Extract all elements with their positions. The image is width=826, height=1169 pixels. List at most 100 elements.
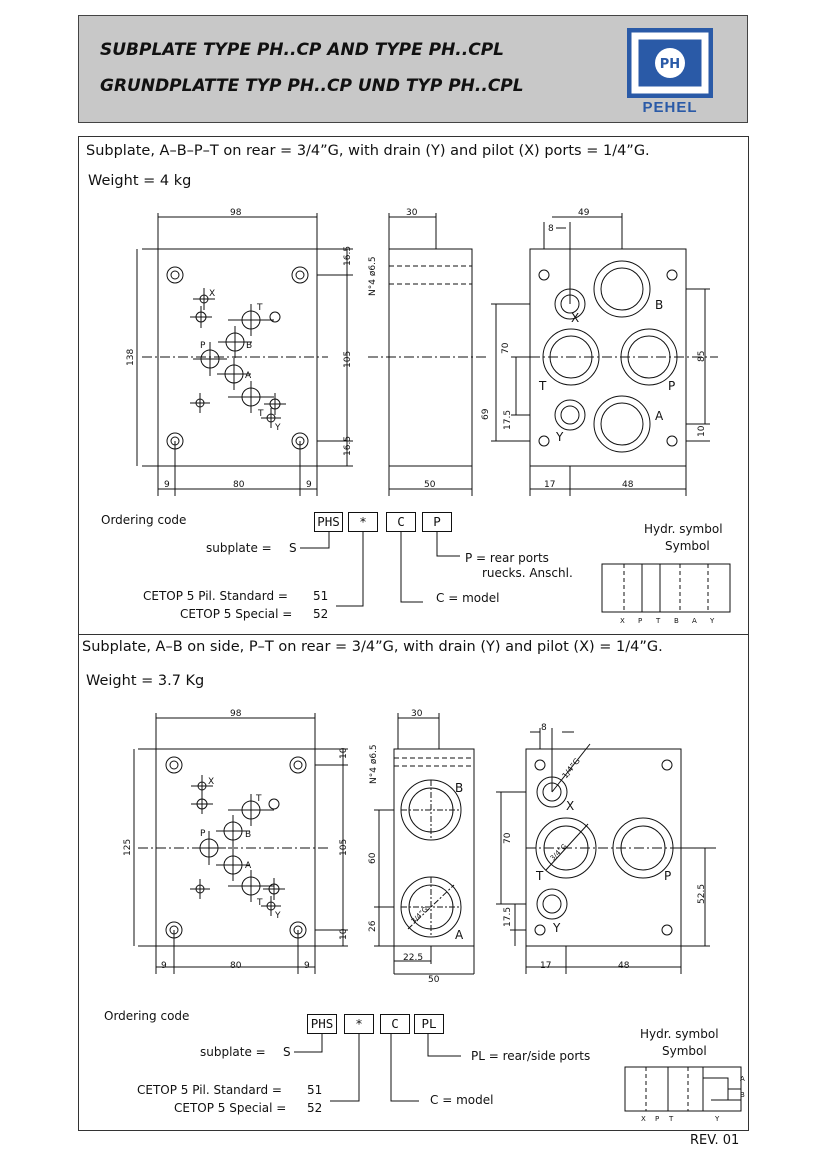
code-box-c-2: C	[380, 1014, 410, 1034]
logo-mark: PH	[660, 57, 680, 72]
symbol-label: Symbol	[665, 539, 710, 553]
code-box-phs-2: PHS	[307, 1014, 337, 1034]
section1-description: Subplate, A–B–P–T on rear = 3/4”G, with …	[86, 143, 650, 159]
subplate-label: subplate =	[206, 541, 272, 555]
section2-description: Subplate, A–B on side, P–T on rear = 3/4…	[82, 639, 663, 655]
rear-port-b: B	[655, 298, 663, 312]
code-box-star: *	[348, 512, 378, 532]
rear-port-a: A	[655, 409, 664, 423]
side2-thread: 3/4”G	[410, 905, 430, 925]
dim-bottom: 16.5	[343, 436, 353, 456]
front2-port-y: Y	[274, 911, 281, 921]
sym2-port-p: P	[655, 1115, 659, 1123]
revision-label: REV. 01	[690, 1133, 740, 1148]
front-port-x: X	[209, 289, 215, 299]
rear2-dim-17: 17	[540, 961, 551, 971]
section2-hydraulic-symbol	[624, 1066, 742, 1112]
side-plate-outline-2	[393, 748, 475, 947]
sym1-port-t: T	[655, 617, 661, 625]
rear-port-t: T	[538, 379, 547, 393]
side-dim-depth: 30	[406, 208, 418, 218]
dim-center: 80	[233, 480, 245, 490]
ordering-code-label: Ordering code	[101, 513, 187, 527]
dim-width: 98	[230, 208, 242, 218]
rear2-dim-70: 70	[503, 832, 513, 844]
sym2-port-x: X	[641, 1115, 646, 1123]
front2-port-t2: T	[256, 898, 263, 908]
rear2-dim-48: 48	[618, 961, 630, 971]
side2-hole-note: N°4 ø6.5	[369, 744, 379, 784]
code-box-c: C	[386, 512, 416, 532]
code-box-star-2: *	[344, 1014, 374, 1034]
title-english: SUBPLATE TYPE PH..CP AND TYPE PH..CPL	[100, 40, 504, 60]
dim-left: 9	[164, 480, 170, 490]
front-port-y: Y	[274, 423, 281, 433]
dim-top: 16.5	[343, 246, 353, 266]
pehel-logo-icon: PH	[627, 28, 713, 98]
dim-bottom-2: 10	[339, 928, 349, 940]
front2-port-a: A	[245, 861, 252, 871]
side2-dim-60: 60	[368, 852, 378, 864]
rear-ports-text-de: ruecks. Anschl.	[482, 566, 573, 580]
dim-mid: 105	[343, 351, 353, 368]
dim-right-2: 9	[304, 961, 310, 971]
rear2-port-t: T	[535, 869, 544, 883]
sym1-port-a: A	[692, 617, 697, 625]
side2-dim-50: 50	[428, 975, 440, 985]
side-dim-base: 50	[424, 480, 436, 490]
front2-port-b: B	[245, 830, 251, 840]
cetop-standard-code-2: 51	[307, 1083, 323, 1097]
dim-height: 138	[126, 349, 136, 366]
rear-dim-8: 8	[548, 224, 554, 234]
rear-dim-49: 49	[578, 208, 590, 218]
sym1-port-b: B	[674, 617, 679, 625]
sym1-port-p: P	[638, 617, 642, 625]
side2-dim-26: 26	[368, 920, 378, 932]
rear2-port-x: X	[566, 799, 574, 813]
cetop-standard-code: 51	[313, 589, 329, 603]
subplate-code: S	[289, 541, 297, 555]
rear2-dim-52-5: 52.5	[697, 884, 707, 904]
dim-top-2: 10	[339, 747, 349, 759]
hydr-symbol-label: Hydr. symbol	[644, 522, 723, 536]
section2-drawing: 98 10 105 10 125 9 80 9 X T P B A T Y 30…	[123, 709, 745, 1123]
rear2-port-p: P	[664, 869, 671, 883]
sym1-port-x: X	[620, 617, 625, 625]
rear-dim-17-5: 17.5	[503, 410, 513, 430]
rear2-thread-small: 1/4”G	[560, 756, 581, 780]
rear-port-y: Y	[555, 430, 564, 444]
side2-port-a: A	[455, 928, 464, 942]
dim-width-2: 98	[230, 709, 242, 719]
rear-ports-text: P = rear ports	[465, 551, 549, 565]
cetop-standard-label-2: CETOP 5 Pil. Standard =	[137, 1083, 282, 1097]
sym2-port-t: T	[668, 1115, 674, 1123]
rear-dim-85: 85	[697, 351, 707, 362]
hydr-symbol-label-2: Hydr. symbol	[640, 1027, 719, 1041]
rear-side-ports-text: PL = rear/side ports	[471, 1049, 591, 1063]
side2-dim-depth: 30	[411, 709, 423, 719]
code-box-pl-2: PL	[414, 1014, 444, 1034]
front2-port-x: X	[208, 777, 214, 787]
cetop-special-label: CETOP 5 Special =	[180, 607, 293, 621]
cetop-special-code: 52	[313, 607, 329, 621]
dim-mid-2: 105	[339, 839, 349, 856]
subplate-label-2: subplate =	[200, 1045, 266, 1059]
front2-port-p: P	[200, 829, 206, 839]
front2-port-t: T	[255, 794, 262, 804]
front-port-t2: T	[257, 409, 264, 419]
code-box-phs: PHS	[314, 512, 343, 532]
symbol-label-2: Symbol	[662, 1044, 707, 1058]
dim-height-2: 125	[123, 839, 133, 856]
front-port-p: P	[200, 341, 206, 351]
section2-weight: Weight = 3.7 Kg	[86, 673, 205, 689]
rear-dim-69: 69	[481, 408, 491, 420]
cetop-standard-label: CETOP 5 Pil. Standard =	[143, 589, 288, 603]
rear-dim-48: 48	[622, 480, 634, 490]
cetop-special-label-2: CETOP 5 Special =	[174, 1101, 287, 1115]
dim-center-2: 80	[230, 961, 242, 971]
sym1-port-y: Y	[709, 617, 715, 625]
section1-hydraulic-symbol	[601, 563, 731, 613]
cetop-special-code-2: 52	[307, 1101, 323, 1115]
sym2-port-y: Y	[714, 1115, 720, 1123]
rear-dim-10: 10	[697, 425, 707, 437]
